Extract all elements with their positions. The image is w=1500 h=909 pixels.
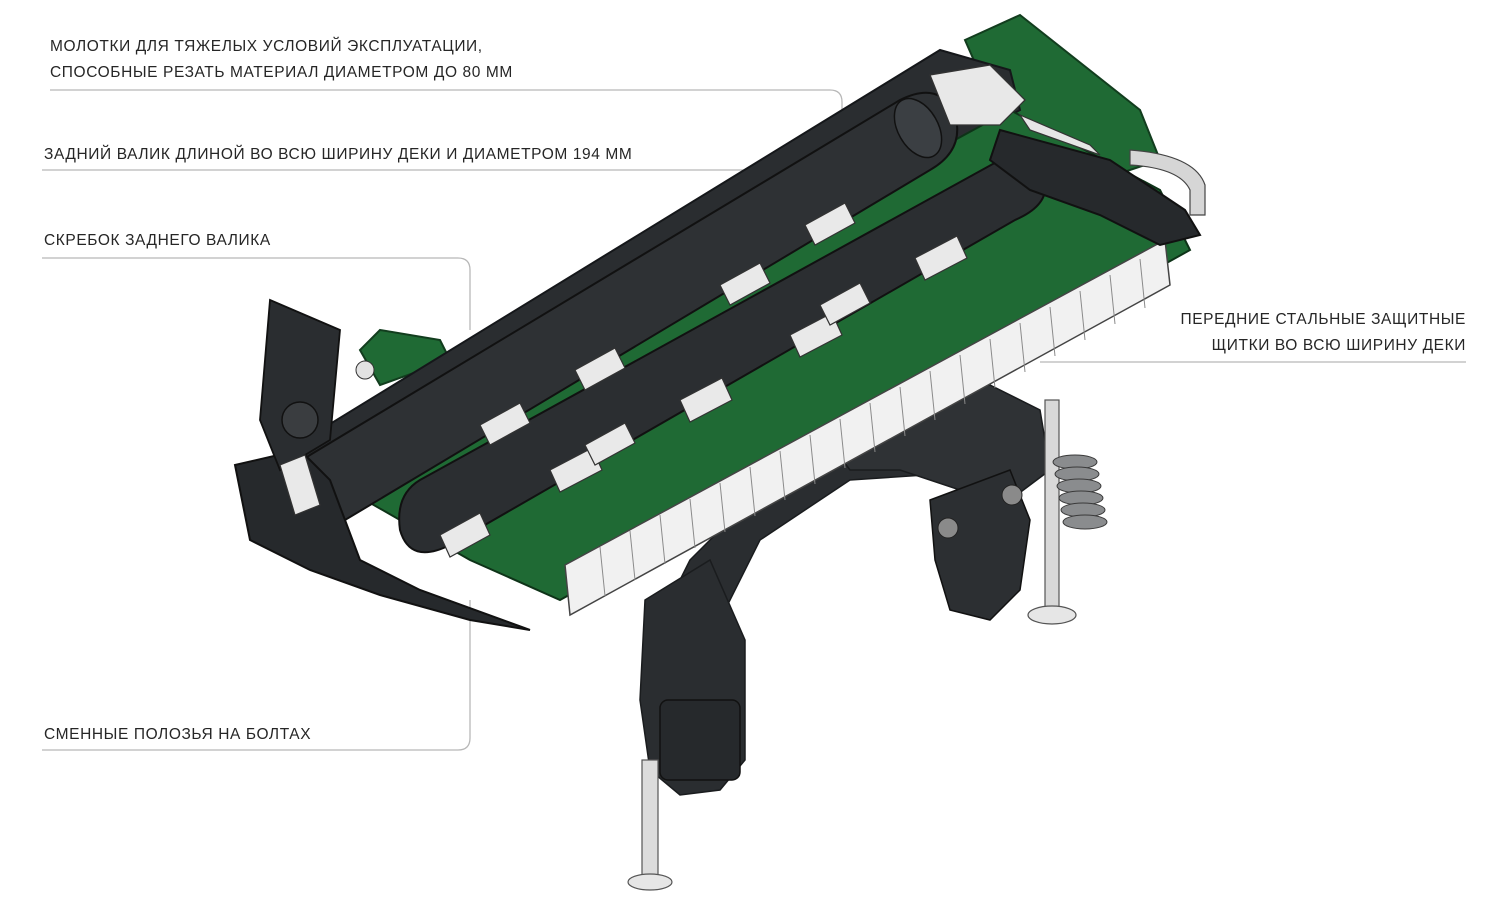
mower-deck: [233, 13, 1206, 631]
leader-line-skids: [42, 600, 471, 751]
callout-hammers-line1: МОЛОТКИ ДЛЯ ТЯЖЕЛЫХ УСЛОВИЙ ЭКСПЛУАТАЦИИ…: [50, 38, 483, 55]
callout-roller-scraper: СКРЕБОК ЗАДНЕГО ВАЛИКА: [44, 228, 271, 254]
callout-rear-roller: ЗАДНИЙ ВАЛИК ДЛИНОЙ ВО ВСЮ ШИРИНУ ДЕКИ И…: [44, 142, 632, 168]
leader-line-scraper: [42, 257, 471, 330]
callout-skids: СМЕННЫЕ ПОЛОЗЬЯ НА БОЛТАХ: [44, 722, 311, 748]
leader-lines: [42, 89, 1466, 751]
callout-hammers-line2: СПОСОБНЫЕ РЕЗАТЬ МАТЕРИАЛ ДИАМЕТРОМ ДО 8…: [50, 64, 513, 81]
callout-front-guards-line2: ЩИТКИ ВО ВСЮ ШИРИНУ ДЕКИ: [1211, 337, 1466, 354]
leader-line-hammers: [50, 89, 843, 290]
callout-front-guards: ПЕРЕДНИЕ СТАЛЬНЫЕ ЗАЩИТНЫЕ ЩИТКИ ВО ВСЮ …: [1180, 307, 1466, 359]
callout-front-guards-line1: ПЕРЕДНИЕ СТАЛЬНЫЕ ЗАЩИТНЫЕ: [1180, 311, 1466, 328]
callout-rear-roller-text: ЗАДНИЙ ВАЛИК ДЛИНОЙ ВО ВСЮ ШИРИНУ ДЕКИ И…: [44, 146, 633, 163]
callout-hammers: МОЛОТКИ ДЛЯ ТЯЖЕЛЫХ УСЛОВИЙ ЭКСПЛУАТАЦИИ…: [50, 34, 513, 86]
callout-roller-scraper-text: СКРЕБОК ЗАДНЕГО ВАЛИКА: [44, 232, 271, 249]
callout-skids-text: СМЕННЫЕ ПОЛОЗЬЯ НА БОЛТАХ: [44, 726, 312, 743]
hitch-frame: [627, 384, 1108, 891]
